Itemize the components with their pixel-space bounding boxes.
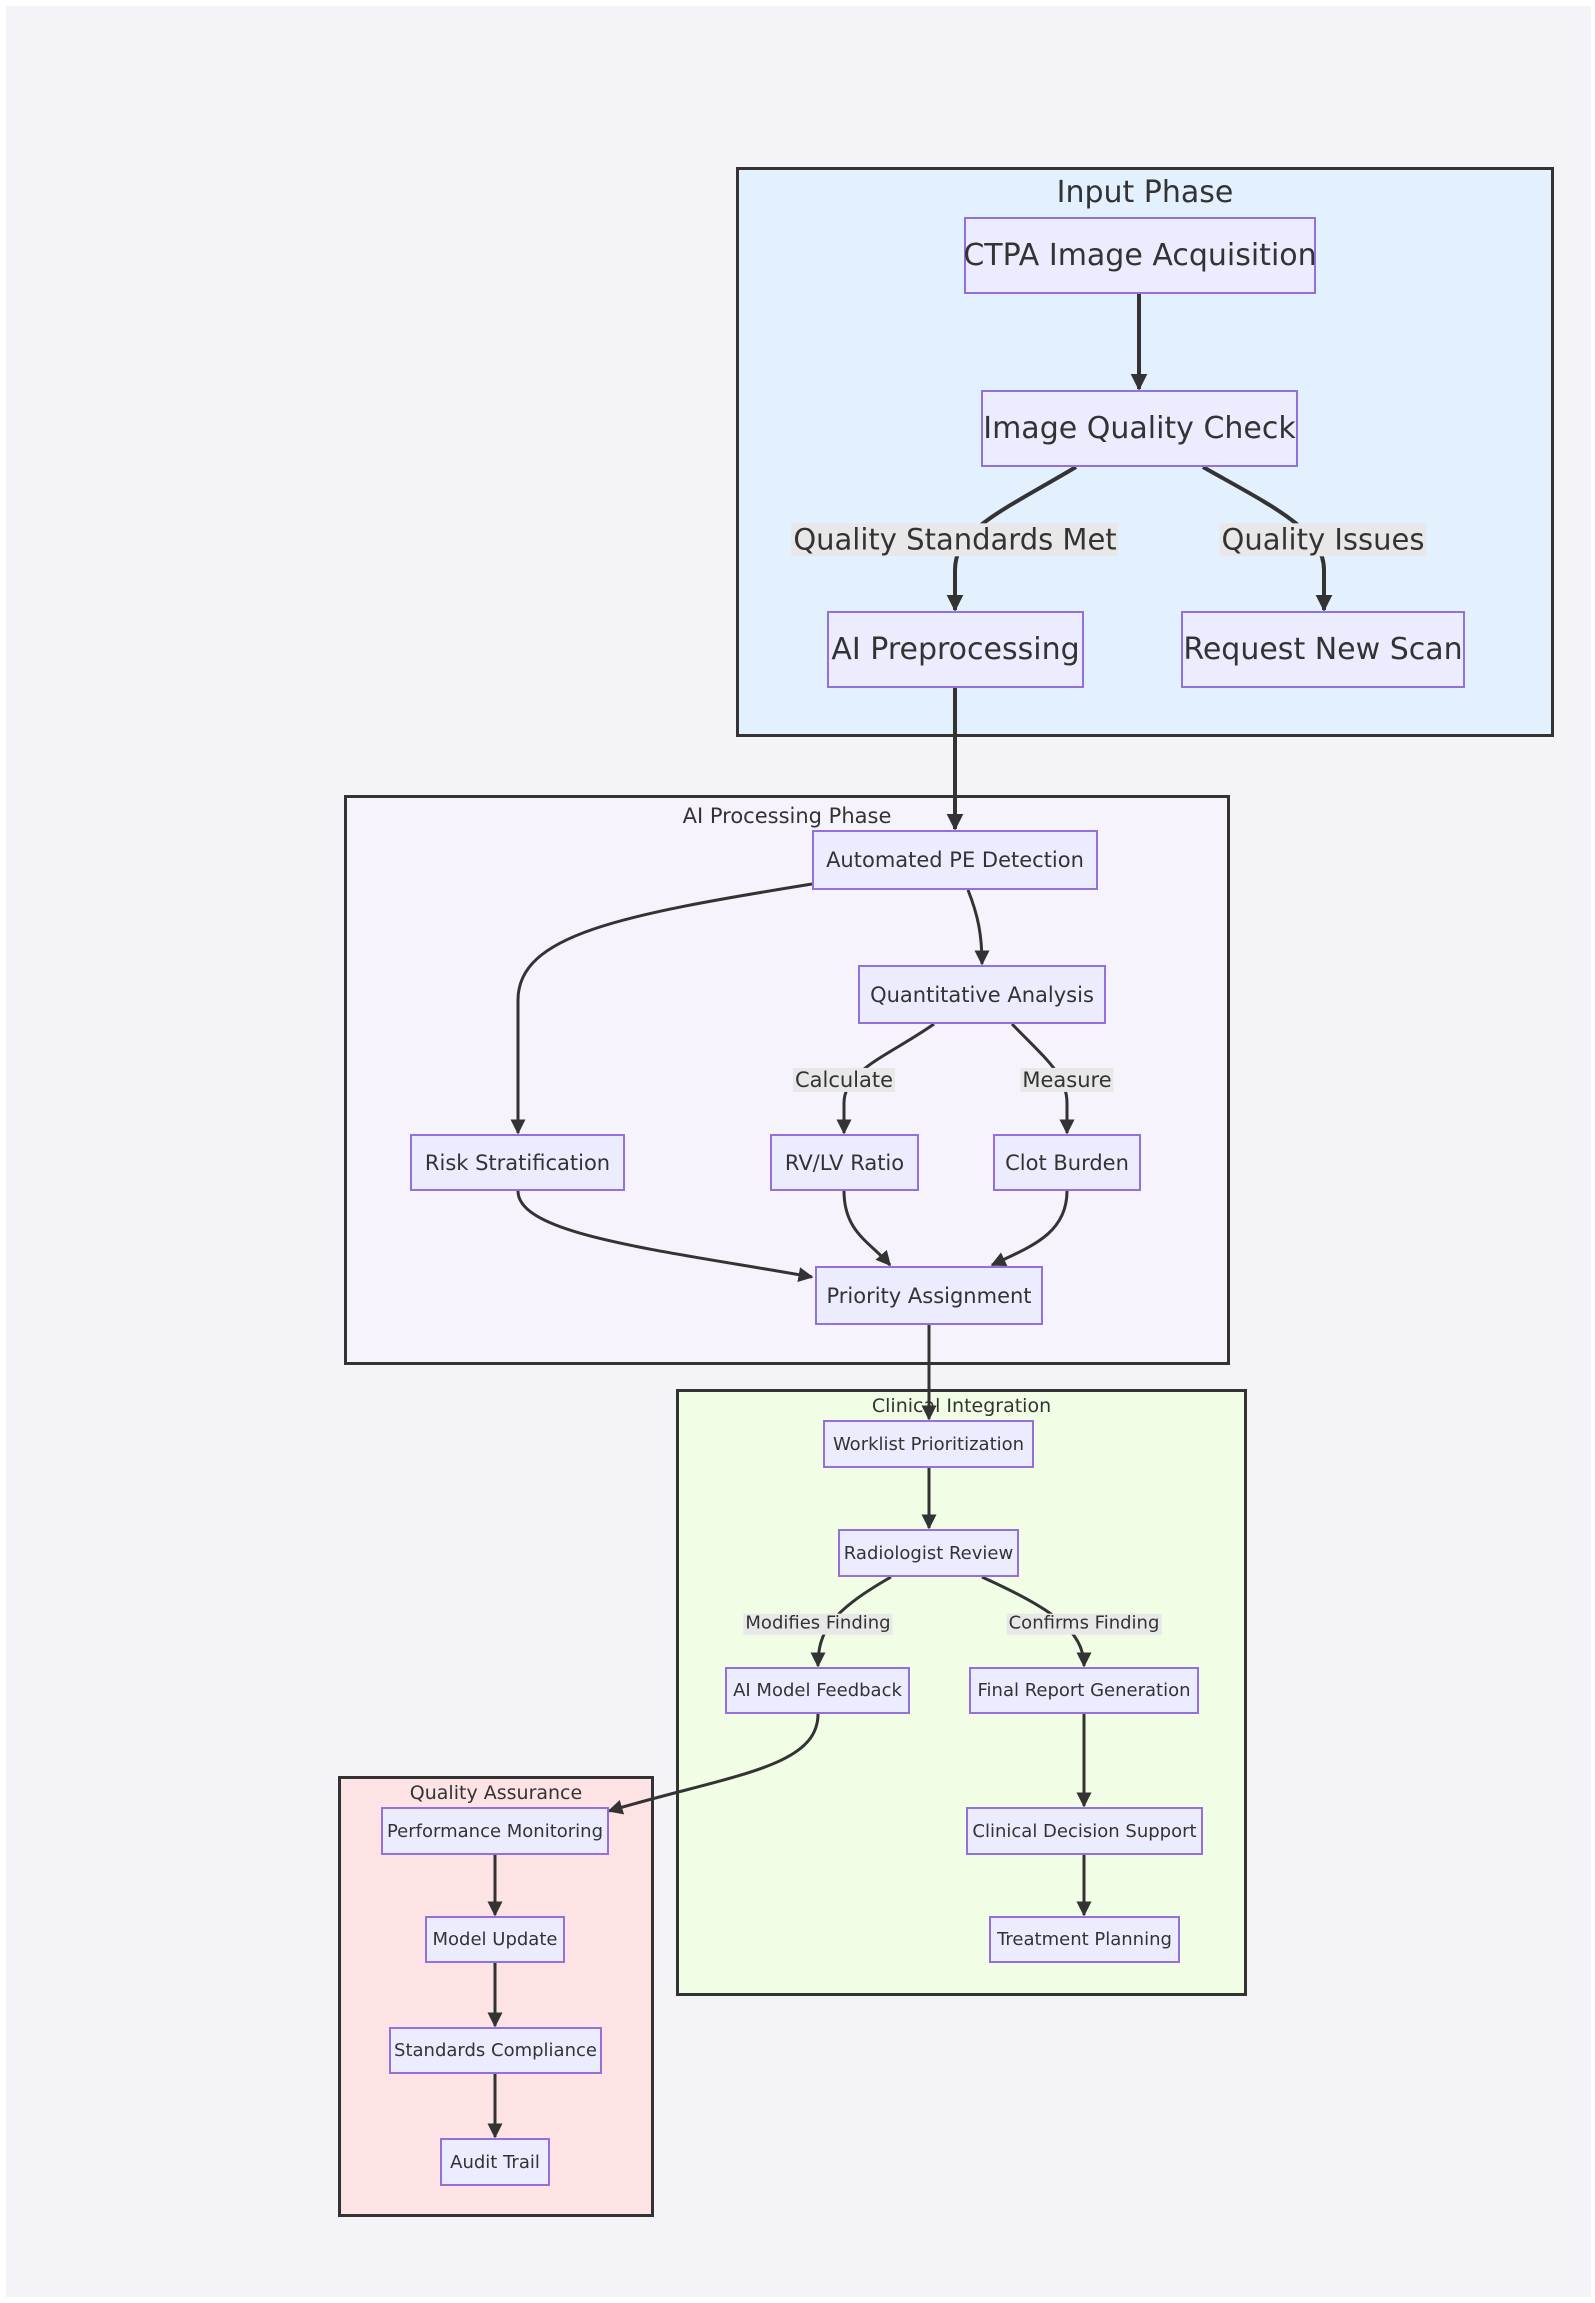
node-ai-preprocessing[interactable]: AI Preprocessing (827, 611, 1084, 688)
node-audit-trail[interactable]: Audit Trail (440, 2138, 550, 2186)
node-ai-model-feedback[interactable]: AI Model Feedback (725, 1667, 910, 1714)
node-rv-lv-ratio[interactable]: RV/LV Ratio (770, 1134, 919, 1191)
node-quantitative-analysis[interactable]: Quantitative Analysis (858, 965, 1106, 1024)
node-image-quality-check[interactable]: Image Quality Check (981, 390, 1298, 467)
node-request-new-scan[interactable]: Request New Scan (1181, 611, 1465, 688)
node-treatment-planning[interactable]: Treatment Planning (989, 1916, 1180, 1963)
cluster-input-phase-title: Input Phase (1056, 175, 1234, 210)
cluster-clinical-integration-title: Clinical Integration (871, 1395, 1052, 1417)
node-priority-assignment[interactable]: Priority Assignment (815, 1266, 1043, 1325)
cluster-ai-processing-phase-title: AI Processing Phase (682, 804, 892, 828)
node-radiologist-review[interactable]: Radiologist Review (838, 1529, 1019, 1577)
node-clinical-decision-support[interactable]: Clinical Decision Support (966, 1807, 1203, 1855)
node-worklist-prioritization[interactable]: Worklist Prioritization (823, 1420, 1034, 1468)
edge-label-modifies-finding: Modifies Finding (743, 1612, 893, 1635)
edge-label-measure: Measure (1020, 1067, 1114, 1093)
node-ctpa-image-acquisition[interactable]: CTPA Image Acquisition (963, 217, 1317, 294)
cluster-quality-assurance-title: Quality Assurance (409, 1782, 583, 1804)
node-automated-pe-detection[interactable]: Automated PE Detection (812, 830, 1098, 890)
edge-label-quality-issues: Quality Issues (1219, 522, 1427, 557)
node-clot-burden[interactable]: Clot Burden (993, 1134, 1141, 1191)
edge-label-calculate: Calculate (792, 1067, 896, 1093)
node-model-update[interactable]: Model Update (425, 1916, 565, 1963)
node-standards-compliance[interactable]: Standards Compliance (389, 2027, 602, 2074)
node-final-report-generation[interactable]: Final Report Generation (969, 1667, 1199, 1714)
edge-label-quality-standards-met: Quality Standards Met (791, 522, 1119, 557)
node-performance-monitoring[interactable]: Performance Monitoring (381, 1807, 609, 1855)
node-risk-stratification[interactable]: Risk Stratification (410, 1134, 625, 1191)
edge-label-confirms-finding: Confirms Finding (1006, 1612, 1162, 1635)
